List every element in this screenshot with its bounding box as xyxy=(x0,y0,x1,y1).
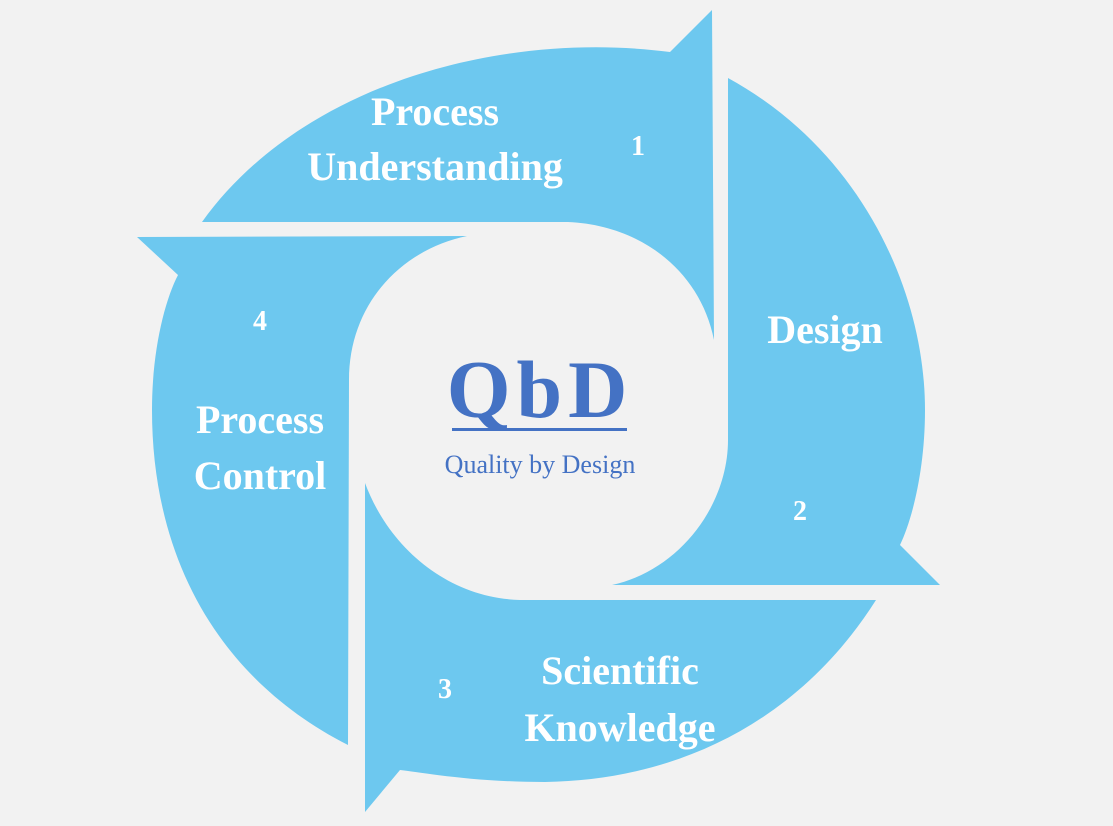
segment-3-label-line1: Scientific xyxy=(541,648,699,693)
segment-1-label-line1: Process xyxy=(370,89,500,134)
segment-3-arrow xyxy=(365,483,876,812)
segment-1-label-line2: Understanding xyxy=(307,144,563,189)
segment-4-number: 4 xyxy=(253,306,267,337)
segment-1-number: 1 xyxy=(631,131,645,162)
segment-2-number: 2 xyxy=(793,496,807,527)
segment-4-label-line2: Control xyxy=(193,453,327,498)
segment-4-arrow xyxy=(137,236,467,745)
segment-2-label-line1: Design xyxy=(767,307,883,352)
segment-3-label-line2: Knowledge xyxy=(524,705,716,750)
center-title: QbD xyxy=(446,344,634,435)
center-title-underline xyxy=(452,428,627,431)
segment-3-number: 3 xyxy=(438,674,452,705)
segment-4-label-line1: Process xyxy=(195,397,325,442)
segment-2-arrow xyxy=(612,78,940,585)
center-subtitle: Quality by Design xyxy=(444,450,636,479)
segment-1-arrow xyxy=(202,10,714,340)
